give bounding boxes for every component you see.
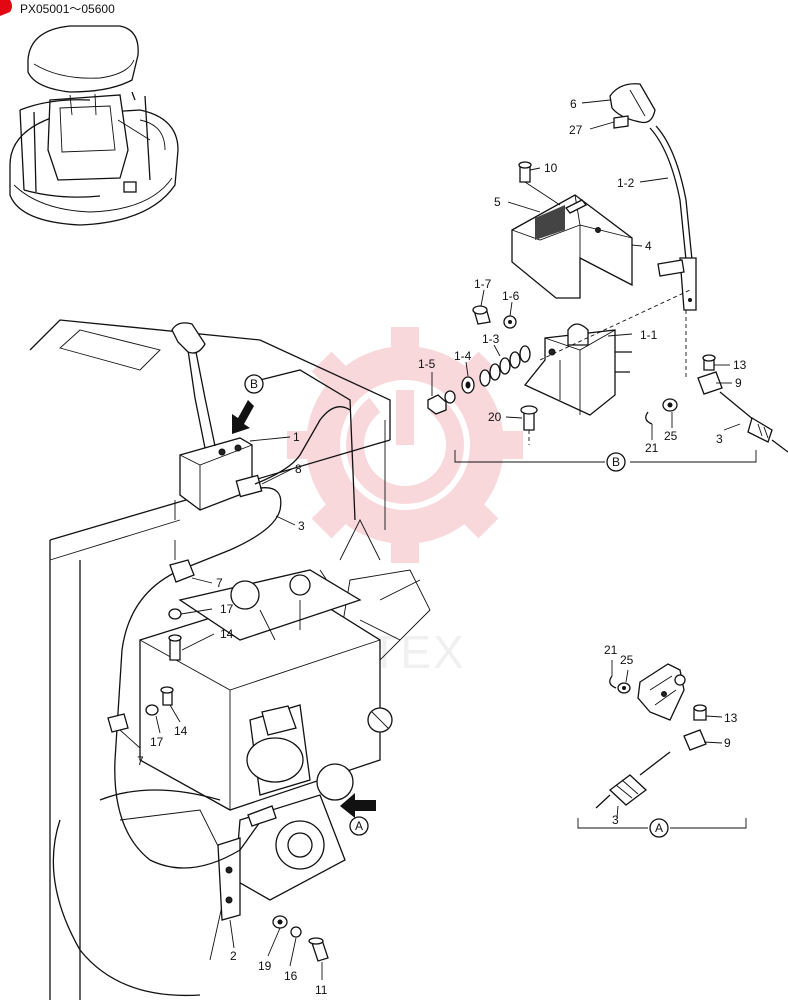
callout-7-lower: 7 [137,754,144,768]
callout-14-lower: 14 [174,724,188,738]
callout-5: 5 [494,195,501,209]
view-b-marker: B [250,377,258,391]
callout-1: 1 [293,430,300,444]
view-a-caption: A [655,821,663,835]
callout-1-5: 1-5 [418,357,436,371]
watermark: ИНТЕХ [287,327,523,678]
callout-20: 20 [488,410,502,424]
view-a-detail: A [577,663,747,838]
callout-10: 10 [544,161,558,175]
callout-1-4: 1-4 [454,349,472,363]
callout-16: 16 [284,969,298,983]
callout-27: 27 [569,123,583,137]
serial-range: PX05001～05600 [20,2,115,16]
view-b-arrow-icon [232,400,254,434]
callout-1-7: 1-7 [474,277,492,291]
view-a-arrow-icon [340,793,376,818]
callout-14-upper: 14 [220,627,234,641]
callout-3: 3 [298,519,305,533]
view-b-caption: B [612,455,620,469]
callout-4: 4 [645,239,652,253]
callout-6: 6 [570,97,577,111]
callout-21-a: 21 [604,643,618,657]
gear-logo-icon [287,327,523,563]
callout-17-upper: 17 [220,602,234,616]
callout-3-a: 3 [612,813,619,827]
machine-overview-inset [9,25,179,226]
callout-8: 8 [295,462,302,476]
callout-labels: 6 27 10 1-2 5 4 1-7 1-6 1-3 1-1 1-4 1-5 … [137,97,747,997]
callout-11: 11 [315,983,328,997]
callout-13-a: 13 [724,711,738,725]
callout-25-b: 25 [664,429,678,443]
callout-1-2: 1-2 [617,176,635,190]
engine-assembly-view: A [29,319,431,1000]
callout-17-lower: 17 [150,735,164,749]
throttle-lever-unit: B [171,322,264,511]
callout-1-6: 1-6 [502,289,520,303]
hardware-main [145,608,329,962]
callout-19: 19 [258,959,272,973]
callout-13-b: 13 [733,358,747,372]
brand-mark-icon [0,0,12,16]
header: PX05001～05600 [0,0,115,16]
throttle-cable [107,406,351,869]
callout-1-3: 1-3 [482,332,500,346]
callout-2: 2 [230,949,237,963]
callout-9-a: 9 [724,736,731,750]
leader-lines [119,99,741,980]
callout-25-a: 25 [620,653,634,667]
callout-7-upper: 7 [216,576,223,590]
callout-9-b: 9 [735,376,742,390]
view-b-exploded: B [427,83,788,472]
callout-1-1: 1-1 [640,328,658,342]
callout-3-b: 3 [716,432,723,446]
view-a-marker: A [355,819,363,833]
callout-21-b: 21 [645,441,659,455]
